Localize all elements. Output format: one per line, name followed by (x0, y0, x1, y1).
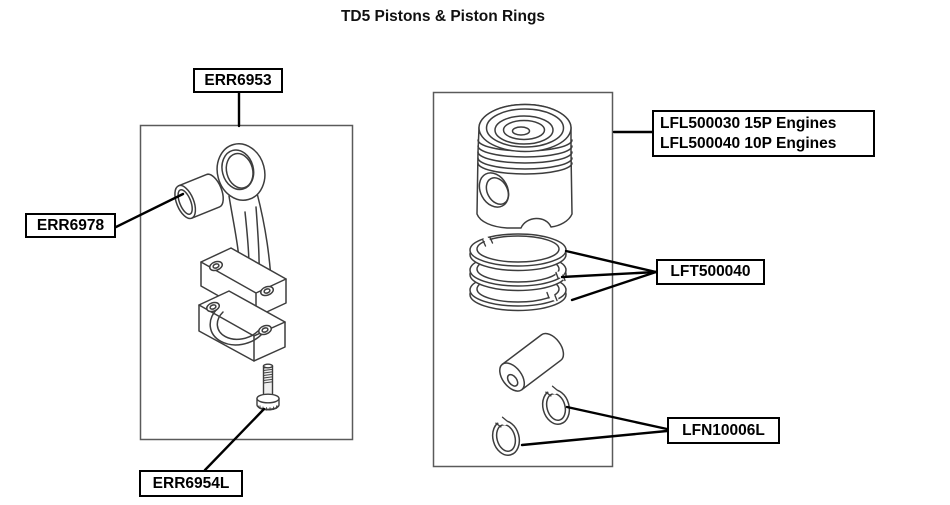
circlips-drawing (491, 385, 571, 456)
piston-rings-drawing (469, 233, 568, 312)
part-number: LFT500040 (670, 263, 751, 281)
part-label-lft500040[interactable]: LFT500040 (656, 259, 765, 285)
leader-err6978 (114, 192, 185, 229)
conrod-drawing (198, 143, 287, 362)
part-number: ERR6954L (152, 474, 230, 492)
part-number: ERR6978 (36, 216, 105, 234)
leader-lft-2 (560, 270, 658, 279)
part-number-line1: LFL500030 15P Engines (660, 114, 837, 132)
gudgeon-pin-drawing (499, 332, 565, 392)
page-title: TD5 Pistons & Piston Rings (340, 8, 546, 25)
leader-lft-1 (564, 249, 658, 274)
leader-lfn-2 (520, 429, 669, 447)
part-number: ERR6953 (204, 71, 272, 89)
piston-frame (432, 91, 614, 468)
small-end-bush-drawing (174, 173, 224, 220)
part-label-err6954l[interactable]: ERR6954L (139, 470, 243, 497)
conrod-frame (139, 124, 354, 441)
piston-drawing (476, 103, 573, 229)
part-number-line2: LFL500040 10P Engines (660, 134, 837, 152)
leader-lft-3 (570, 270, 658, 302)
part-label-lfn10006l[interactable]: LFN10006L (667, 417, 780, 444)
part-label-err6953[interactable]: ERR6953 (193, 68, 283, 93)
part-label-lfl500030-lfl500040[interactable]: LFL500030 15P Engines LFL500040 10P Engi… (652, 110, 875, 157)
leader-err6954l (203, 407, 266, 472)
leader-lfn-1 (565, 405, 669, 431)
part-label-err6978[interactable]: ERR6978 (25, 213, 116, 238)
part-number: LFN10006L (682, 421, 765, 439)
conrod-bolt-drawing (256, 363, 280, 411)
